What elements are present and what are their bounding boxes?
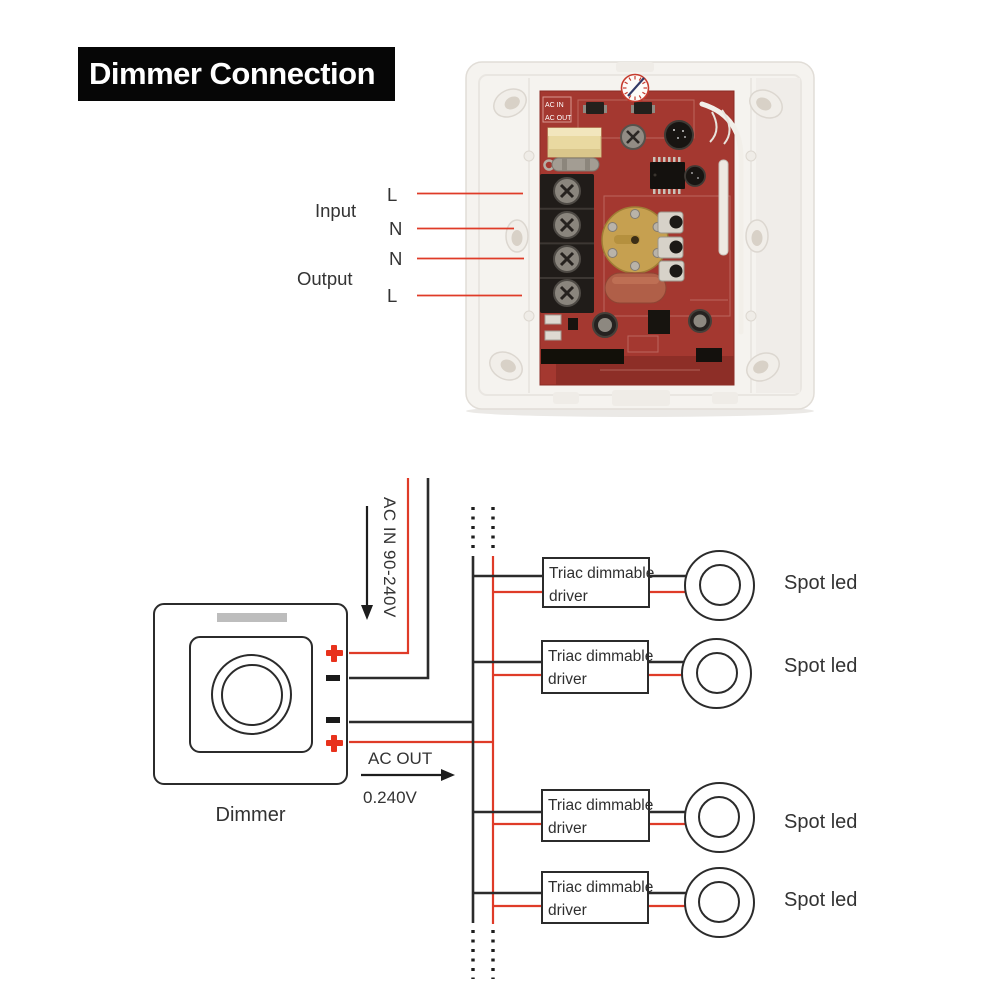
driver-box-3-line1: Triac dimmable <box>548 797 654 814</box>
ac-out-arrow-icon <box>361 769 455 781</box>
spot-led-label-1: Spot led <box>784 572 858 594</box>
ac-out-voltage: 0.240V <box>363 788 417 807</box>
dial-needle <box>627 77 645 97</box>
wiring <box>349 478 689 979</box>
wire-live-ac-in <box>349 478 410 655</box>
dimmer-caption: Dimmer <box>215 804 286 826</box>
spot-led-label-2: Spot led <box>784 655 858 677</box>
page-title-text: Dimmer Connection <box>89 56 376 91</box>
driver-box-3: Triac dimmable driver <box>541 789 654 842</box>
minus-terminal-icon-top <box>326 675 340 681</box>
minus-terminal-icon-bottom <box>326 717 340 723</box>
terminal-l-input: L <box>387 184 398 205</box>
terminal-n-output: N <box>389 248 403 269</box>
driver-box-4: Triac dimmable driver <box>541 871 654 924</box>
power-resistor <box>543 157 600 172</box>
driver-box-2: Triac dimmable driver <box>541 640 654 694</box>
driver-box-1: Triac dimmable driver <box>542 557 655 608</box>
potentiometer-disc <box>601 206 669 274</box>
transistors <box>657 211 685 282</box>
ac-in-arrow-icon <box>361 506 373 620</box>
driver-box-2-line2: driver <box>548 671 587 688</box>
terminal-l-output: L <box>387 285 398 306</box>
driver-box-2-line1: Triac dimmable <box>548 648 654 665</box>
ac-out-annotation: AC OUT <box>368 749 433 768</box>
dimmer-indicator-bar <box>217 613 287 622</box>
pcb-ac-out-label: AC OUT <box>545 115 572 122</box>
spot-led-label-4: Spot led <box>784 889 858 911</box>
plus-terminal-icon-bottom <box>325 734 343 752</box>
driver-box-4-line2: driver <box>548 902 587 919</box>
driver-box-3-line2: driver <box>548 820 587 837</box>
yellow-capacitor <box>547 127 602 158</box>
terminal-n-input: N <box>389 218 403 239</box>
spot-led-symbol-4 <box>683 866 755 938</box>
input-label: Input <box>315 200 357 221</box>
spot-led-symbol-3 <box>683 781 755 853</box>
fusible-resistor <box>604 272 667 304</box>
output-label: Output <box>297 268 353 289</box>
driver-box-4-line1: Triac dimmable <box>548 879 654 896</box>
spot-led-symbol-1 <box>684 549 755 621</box>
pcb-ac-in-label: AC IN <box>545 102 564 109</box>
spot-led-label-3: Spot led <box>784 811 858 833</box>
driver-box-1-line1: Triac dimmable <box>549 565 655 582</box>
plus-terminal-icon-top <box>325 644 343 662</box>
wire-neutral-ac-in <box>349 478 430 680</box>
driver-box-1-line2: driver <box>549 588 588 605</box>
dial-indicator <box>620 73 650 103</box>
input-pointer-lines <box>417 192 524 297</box>
pcb: AC IN AC OUT <box>539 90 744 386</box>
terminal-block <box>540 174 594 313</box>
dimmer-knob-inner <box>220 663 283 726</box>
page-title: Dimmer Connection <box>78 47 395 101</box>
product-photo: AC IN AC OUT <box>465 61 815 417</box>
ac-in-annotation: AC IN 90-240V <box>380 497 399 618</box>
ic-chip <box>650 157 685 194</box>
connector-strip <box>718 159 729 256</box>
dimmer-knob[interactable] <box>211 654 292 735</box>
spot-led-symbol-2 <box>681 637 752 709</box>
round-components <box>592 120 712 338</box>
bus-continuation-dots <box>471 507 495 979</box>
bottom-components <box>541 310 722 364</box>
